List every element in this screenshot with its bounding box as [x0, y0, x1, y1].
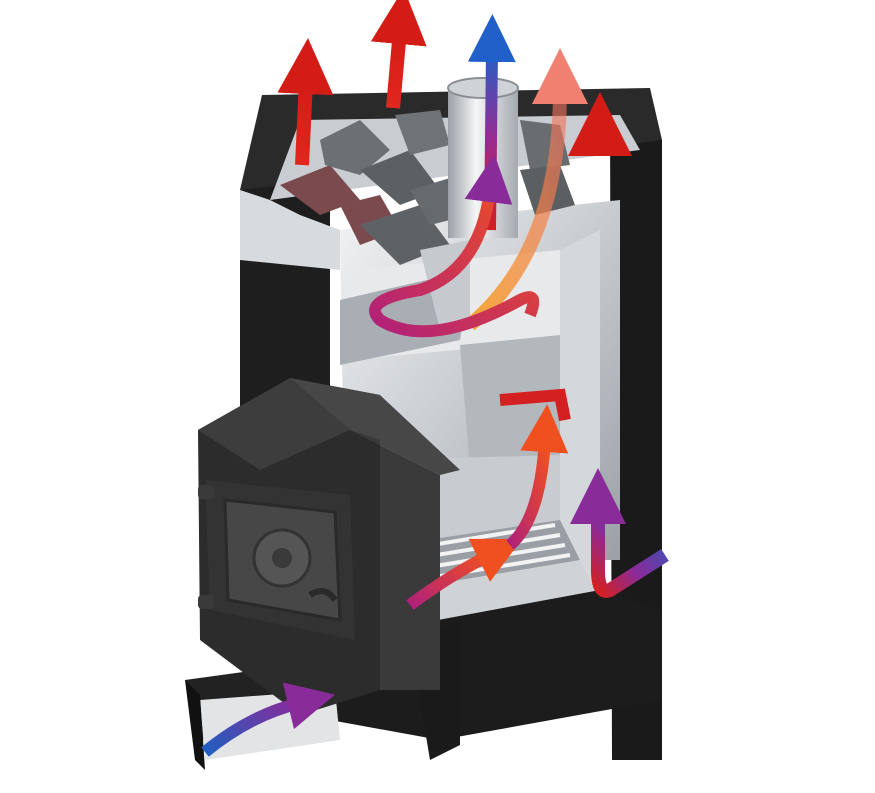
- exhaust-arrow-center-left: [370, 0, 427, 109]
- firebox-arrow-2: [505, 404, 569, 550]
- firebox-arrow-1: [406, 538, 523, 610]
- door-hinge-bottom: [198, 595, 214, 609]
- door-handle[interactable]: [308, 588, 338, 602]
- firebox-arrow-3: [499, 388, 571, 422]
- intake-arrow-bottom-right: [570, 468, 669, 598]
- door-hinge-top: [198, 485, 214, 499]
- flue-loop-arrow: [369, 154, 540, 338]
- firebox-door[interactable]: [198, 480, 355, 640]
- exhaust-arrow-left: [277, 38, 334, 166]
- intake-arrow-bottom-left: [201, 682, 336, 757]
- exhaust-arrow-right: [465, 48, 588, 331]
